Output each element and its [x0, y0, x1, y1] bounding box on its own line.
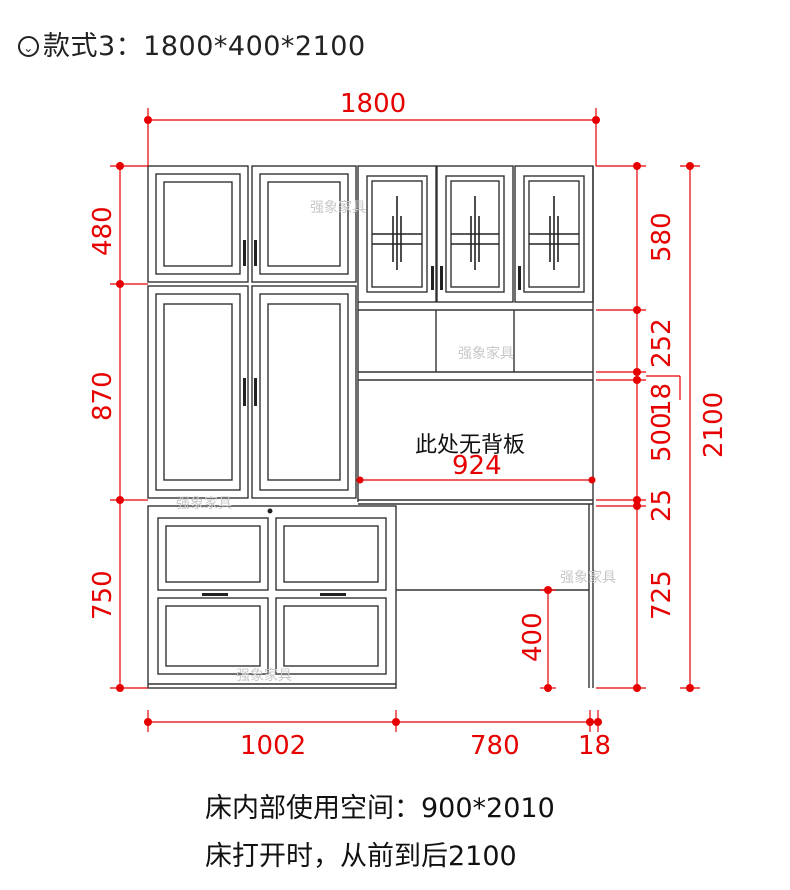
dim-480: 480: [88, 206, 118, 256]
title: ⌄款式3：1800*400*2100: [18, 24, 366, 63]
title-text: 款式3：1800*400*2100: [43, 31, 366, 62]
dimension-dots: [116, 116, 694, 726]
tall-door-left: [147, 285, 249, 499]
note-bed-space: 床内部使用空间：900*2010: [205, 793, 555, 824]
dim-580: 580: [647, 212, 677, 262]
dim-252: 252: [647, 318, 677, 368]
dim-725: 725: [647, 570, 677, 620]
handle-icon: [440, 266, 443, 290]
handles: [202, 240, 521, 596]
dim-1800: 1800: [340, 89, 406, 119]
handle-icon: [202, 593, 228, 596]
handle-icon: [243, 240, 246, 266]
watermark: 强象家具: [236, 667, 292, 684]
glass-door-1: [357, 165, 437, 303]
handle-icon: [320, 593, 346, 596]
no-back-panel-label: 此处无背板: [415, 433, 525, 458]
cabinet-linework: [147, 165, 594, 689]
dim-1002: 1002: [240, 731, 306, 761]
dim-870: 870: [88, 371, 118, 421]
dim-400: 400: [518, 612, 548, 662]
watermark: 强象家具: [458, 345, 514, 362]
dim-500: 500: [647, 412, 677, 462]
lock-icon: [267, 508, 273, 514]
watermark: 强象家具: [310, 199, 366, 216]
handle-icon: [518, 266, 521, 290]
dim-bottom-18: 18: [578, 731, 611, 761]
handle-icon: [254, 378, 257, 406]
glass-door-2: [436, 165, 514, 303]
tall-door-right: [251, 285, 357, 499]
upper-left-door-2: [251, 165, 357, 283]
handle-icon: [243, 378, 246, 406]
handle-icon: [254, 240, 257, 266]
note-bed-open: 床打开时，从前到后2100: [205, 841, 517, 872]
dim-18: 18: [647, 383, 677, 416]
circle-chevron-down-icon: ⌄: [18, 36, 39, 57]
dimension-lines: [110, 108, 700, 732]
dim-2100: 2100: [699, 392, 729, 458]
dim-750: 750: [88, 570, 118, 620]
dim-924: 924: [452, 451, 502, 481]
dim-25: 25: [647, 489, 677, 522]
dimension-labels: 1800 480 870 750 580 252 18 500 25 725 2…: [88, 89, 729, 761]
watermarks: 强象家具 强象家具 强象家具 强象家具 强象家具: [176, 199, 616, 684]
watermark: 强象家具: [560, 569, 616, 586]
watermark: 强象家具: [176, 495, 232, 512]
handle-icon: [431, 266, 434, 290]
upper-left-door-1: [147, 165, 249, 283]
dim-780: 780: [470, 731, 520, 761]
bed-front-panel: [147, 505, 397, 689]
